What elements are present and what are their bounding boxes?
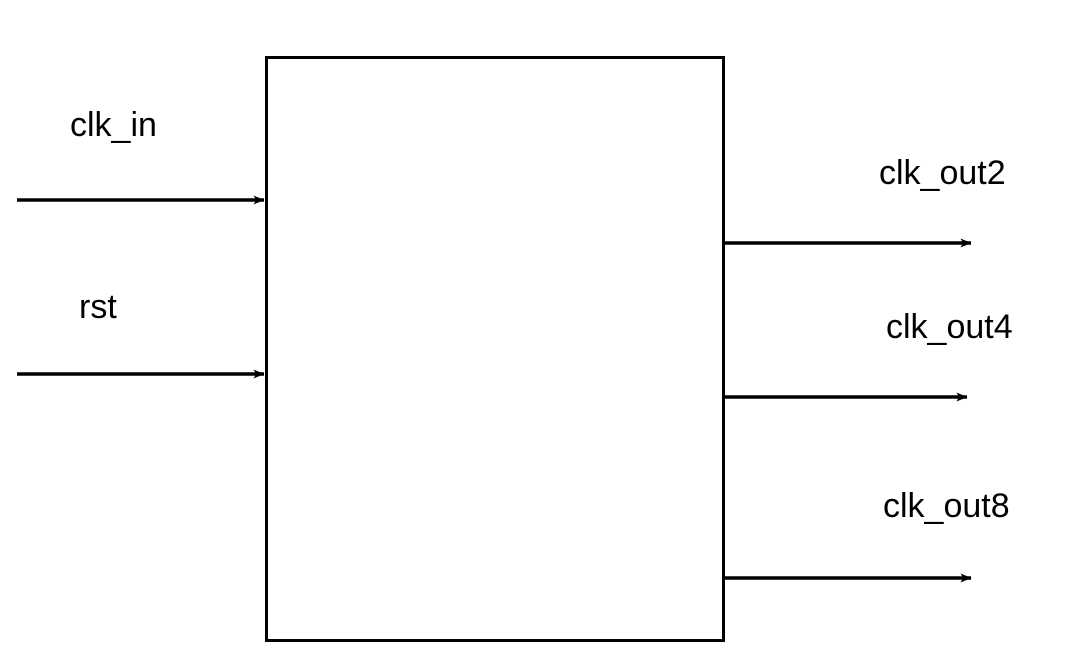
clk-out4-label: clk_out4 [886,308,1013,346]
clk-out2-label: clk_out2 [879,154,1006,192]
clk-out8-label: clk_out8 [883,487,1010,525]
clk-in-label: clk_in [70,106,157,144]
rst-label: rst [79,288,117,326]
clock-divider-block [265,56,725,642]
